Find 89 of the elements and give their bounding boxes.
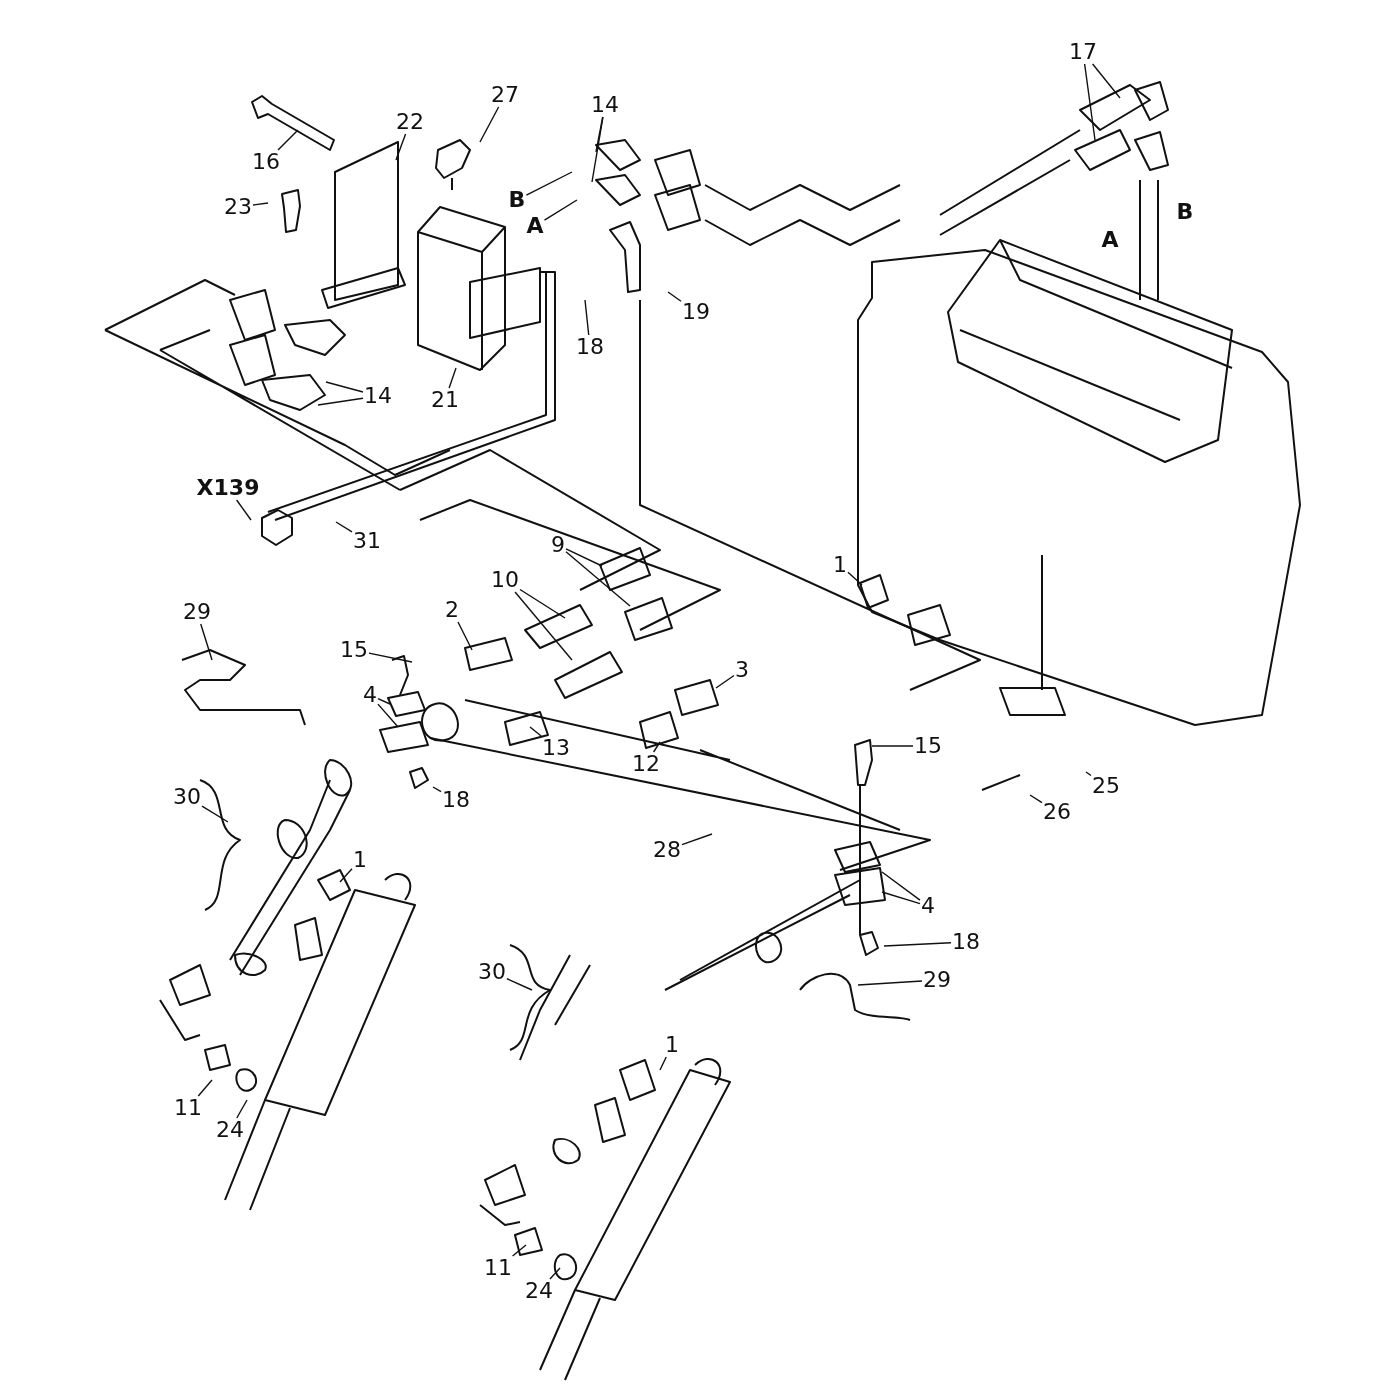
leader-line xyxy=(514,591,573,661)
leader-line xyxy=(197,1079,213,1097)
callout-number: 1 xyxy=(832,553,848,577)
leader-line xyxy=(595,116,604,153)
callout-number: 29 xyxy=(922,968,952,992)
leader-line xyxy=(715,674,735,689)
leader-line xyxy=(529,726,542,737)
leader-line xyxy=(432,786,442,793)
leader-line xyxy=(881,891,921,905)
leader-line xyxy=(525,171,573,196)
leader-line xyxy=(457,621,473,651)
callout-number: A xyxy=(525,214,545,238)
callout-number: 15 xyxy=(913,734,943,758)
leader-line xyxy=(659,1056,667,1071)
leader-line xyxy=(883,942,952,947)
leader-line xyxy=(1029,794,1043,804)
callout-number: 21 xyxy=(430,388,460,412)
leader-line xyxy=(543,199,578,221)
callout-number: 9 xyxy=(550,533,566,557)
leader-line xyxy=(236,1099,248,1119)
leader-line xyxy=(368,652,413,663)
callout-number: 14 xyxy=(363,384,393,408)
callout-number: 22 xyxy=(395,110,425,134)
leader-line xyxy=(565,548,603,567)
callout-number: 2 xyxy=(444,598,460,622)
callout-number: 18 xyxy=(441,788,471,812)
leader-line xyxy=(565,551,631,607)
port-label: A xyxy=(1100,228,1120,252)
leader-line xyxy=(1085,771,1092,777)
callout-number: 23 xyxy=(223,195,253,219)
callout-number: 26 xyxy=(1042,800,1072,824)
leader-line xyxy=(201,805,229,823)
callout-number: 1 xyxy=(664,1033,680,1057)
leader-line xyxy=(395,133,407,161)
callout-number: 11 xyxy=(483,1256,513,1280)
callout-number: 28 xyxy=(652,838,682,862)
callout-number: 3 xyxy=(734,658,750,682)
callout-number: 17 xyxy=(1068,40,1098,64)
callout-number: 24 xyxy=(215,1118,245,1142)
port-label: B xyxy=(1175,200,1195,224)
leader-line xyxy=(667,291,682,302)
leader-line xyxy=(317,397,364,406)
leader-line xyxy=(881,871,921,901)
leader-line xyxy=(479,106,500,143)
leader-line xyxy=(377,697,391,705)
callout-number: 29 xyxy=(182,600,212,624)
leader-line xyxy=(200,623,213,661)
leader-line xyxy=(1083,63,1096,141)
leader-line xyxy=(584,299,590,336)
callout-number: B xyxy=(507,188,527,212)
callout-number: 1 xyxy=(352,848,368,872)
callout-number: 24 xyxy=(524,1279,554,1303)
leader-line xyxy=(506,978,533,991)
callout-number: 14 xyxy=(590,93,620,117)
callout-number: 31 xyxy=(352,529,382,553)
leader-line xyxy=(857,980,923,986)
leader-line xyxy=(549,1267,561,1280)
callout-number: 16 xyxy=(251,150,281,174)
callout-number: X139 xyxy=(195,476,261,500)
callout-number: 15 xyxy=(339,638,369,662)
leader-line xyxy=(847,571,863,586)
leader-line xyxy=(591,116,604,183)
leader-line xyxy=(448,367,457,389)
callout-number: 30 xyxy=(477,960,507,984)
callout-number: 4 xyxy=(362,683,378,707)
callout-number: 30 xyxy=(172,785,202,809)
callout-number: 18 xyxy=(575,335,605,359)
leader-line xyxy=(511,1244,527,1257)
leader-line xyxy=(681,833,713,846)
leader-line xyxy=(277,129,299,151)
callout-number: 18 xyxy=(951,930,981,954)
callout-number: 19 xyxy=(681,300,711,324)
leader-line xyxy=(339,868,353,883)
leader-line xyxy=(377,703,399,728)
leader-line xyxy=(252,202,269,206)
leader-line xyxy=(325,381,364,393)
callout-number: 11 xyxy=(173,1096,203,1120)
callout-number: 4 xyxy=(920,894,936,918)
callout-number: 13 xyxy=(541,736,571,760)
callout-number: 10 xyxy=(490,568,520,592)
callout-number: 27 xyxy=(490,83,520,107)
leader-line xyxy=(335,521,353,533)
callout-number: 25 xyxy=(1091,774,1121,798)
callout-number: 12 xyxy=(631,752,661,776)
leader-line xyxy=(1091,63,1121,99)
leader-line xyxy=(871,745,914,747)
leader-line xyxy=(519,588,566,619)
leader-line xyxy=(235,499,252,521)
leader-line xyxy=(652,741,661,753)
